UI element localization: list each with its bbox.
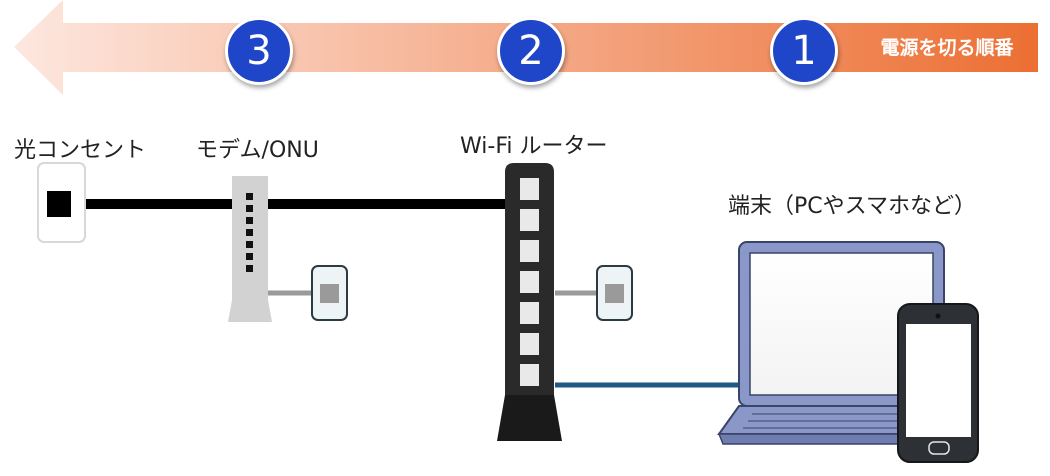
step-1-badge: 1 [770, 17, 838, 85]
outlet-label: 光コンセント [14, 138, 147, 163]
modem-icon [228, 176, 272, 322]
modem-label: モデム/ONU [196, 138, 319, 163]
smartphone-icon [897, 303, 979, 463]
arrow-title: 電源を切る順番 [880, 37, 1014, 59]
device-label: 端末（PCやスマホなど） [728, 194, 976, 219]
router-icon [497, 163, 562, 441]
step-3-badge: 3 [225, 17, 293, 85]
modem-status-lights [246, 193, 253, 272]
wall-outlet-icon [37, 162, 86, 243]
router-status-lights [520, 178, 539, 386]
router-label: Wi-Fi ルーター [460, 134, 608, 159]
step-2-badge: 2 [497, 17, 565, 85]
power-socket-icon [311, 265, 348, 321]
power-socket-icon [596, 265, 633, 321]
